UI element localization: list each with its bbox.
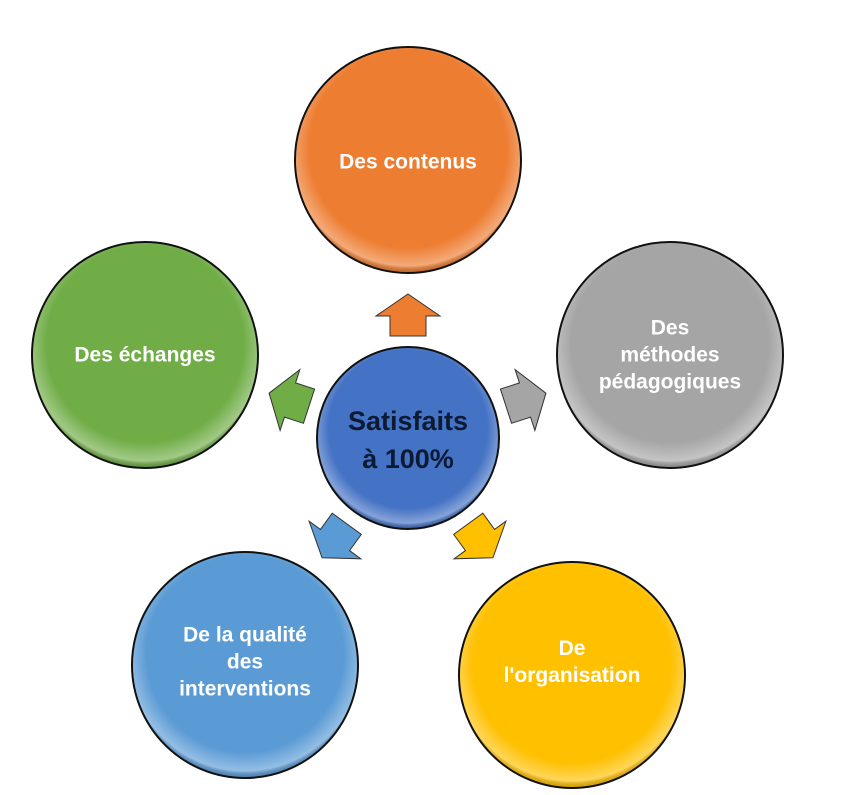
node-label-exchanges: Des échanges (74, 343, 216, 367)
node-circle-contents (294, 46, 522, 274)
node-circle-exchanges (31, 241, 259, 469)
arrow-icon-contents (374, 293, 442, 337)
arrow-icon-methods (499, 368, 547, 433)
node-circle-organisation (458, 561, 686, 789)
arrow-icon-exchanges (268, 368, 316, 433)
node-label-methods: Des méthodes pédagogiques (598, 316, 742, 394)
node-label-contents: Des contenus (339, 150, 477, 174)
center-label: Satisfaits à 100% (347, 406, 469, 474)
arrow-icon-organisation (452, 512, 507, 560)
node-circle-interventions (131, 551, 359, 779)
node-label-organisation: De l'organisation (503, 637, 641, 687)
center-circle (316, 346, 500, 530)
node-circle-methods (556, 241, 784, 469)
node-label-interventions: De la qualité des interventions (179, 623, 311, 701)
arrow-icon-interventions (308, 512, 363, 560)
